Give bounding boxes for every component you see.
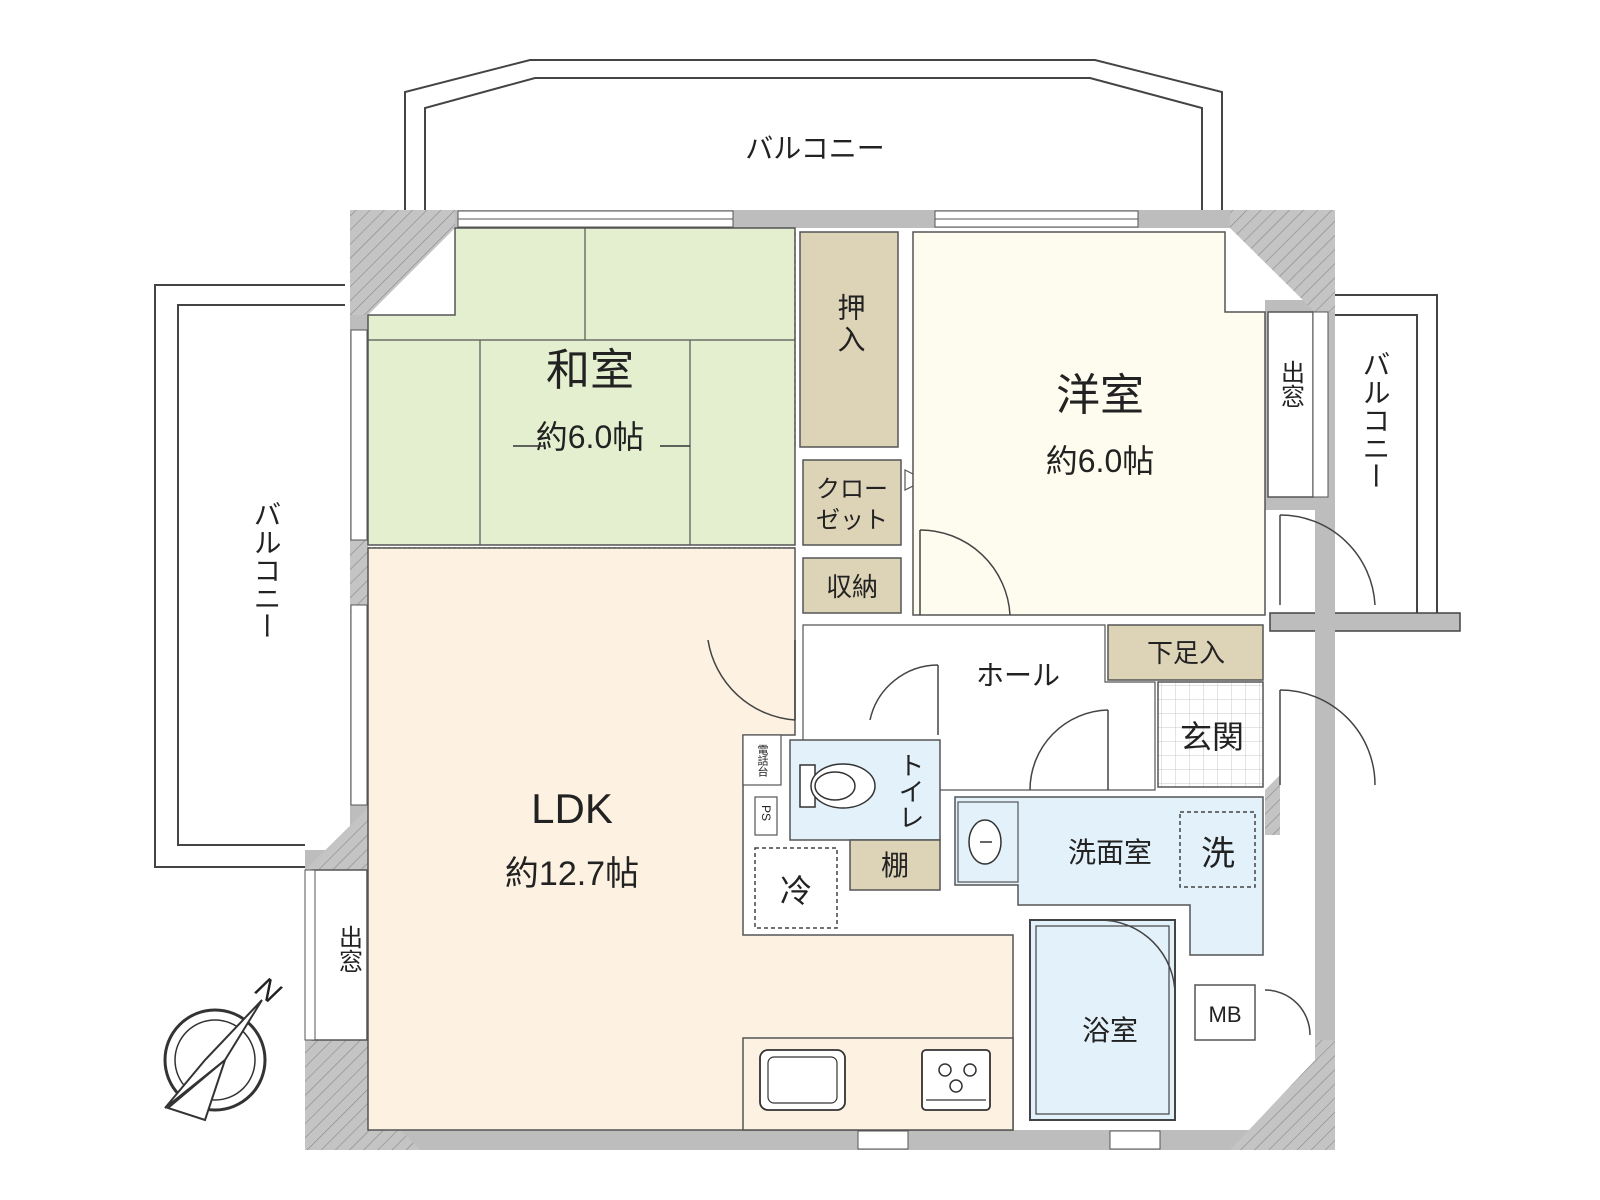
- doors: [707, 514, 1376, 1036]
- tatami-lines: [368, 228, 795, 545]
- genkan-label: 玄関: [1180, 719, 1244, 755]
- denwadai-label: 電話台: [756, 744, 769, 777]
- balcony-west: [154, 284, 345, 868]
- demado-west: [311, 869, 368, 1041]
- room-shuno: [802, 557, 902, 614]
- demado-east: [1267, 311, 1314, 498]
- balcony-north: [404, 59, 1223, 210]
- room-mb: [1194, 984, 1256, 1041]
- hall-label: ホール: [976, 660, 1060, 691]
- ps-box: [754, 796, 778, 836]
- shuno-label: 収納: [826, 572, 878, 602]
- room-ldk: [367, 547, 1014, 1131]
- balcony-east-label: バルコニー: [1360, 350, 1391, 490]
- balcony-north-label: バルコニー: [745, 133, 884, 164]
- closet-line1: クロー: [816, 476, 888, 503]
- oshiire-label: 押入: [835, 293, 866, 357]
- getabako-label: 下足入: [1147, 638, 1225, 668]
- room-genkan: [1157, 681, 1264, 788]
- room-yokushitsu: [1029, 919, 1176, 1121]
- reizouko-label: 冷: [780, 873, 812, 909]
- senmenjo-label: 洗面室: [1068, 837, 1152, 868]
- toilet-label: トイレ: [895, 752, 925, 830]
- sink-fixture: [957, 801, 1019, 883]
- denwadai-box: [742, 734, 782, 786]
- ps-label: PS: [759, 805, 773, 821]
- room-youshitsu: [912, 231, 1266, 616]
- mb-label: MB: [1209, 1002, 1242, 1027]
- tana-label: 棚: [881, 850, 909, 881]
- toilet-fixture: [799, 763, 876, 809]
- fridge-space: [754, 847, 838, 929]
- youshitsu-name: 洋室: [1056, 371, 1144, 420]
- youshitsu-area: 約6.0帖: [1046, 443, 1155, 479]
- compass: N: [163, 971, 286, 1122]
- ldk-name: LDK: [531, 785, 613, 832]
- sentakuki-label: 洗: [1201, 835, 1235, 873]
- room-closet: [802, 459, 902, 546]
- room-senmenjo: [954, 796, 1264, 956]
- balcony-west-label: バルコニー: [251, 500, 282, 640]
- washitsu-area: 約6.0帖: [536, 419, 645, 455]
- room-washitsu: [367, 227, 796, 549]
- compass-label: N: [249, 971, 286, 1011]
- ldk-area: 約12.7帖: [505, 855, 639, 893]
- room-oshiire: [799, 231, 899, 448]
- demado-west-label: 出窓: [335, 925, 362, 973]
- yokushitsu-label: 浴室: [1082, 1015, 1138, 1046]
- kitchen-counter: [742, 1037, 1014, 1131]
- washer-space: [1179, 811, 1256, 888]
- closet-line2: ゼット: [816, 507, 888, 534]
- room-tana: [849, 839, 941, 891]
- washitsu-name: 和室: [546, 346, 634, 395]
- room-getabako: [1107, 624, 1264, 681]
- demado-east-label: 出窓: [1277, 360, 1304, 408]
- sink-icon: [759, 1049, 846, 1111]
